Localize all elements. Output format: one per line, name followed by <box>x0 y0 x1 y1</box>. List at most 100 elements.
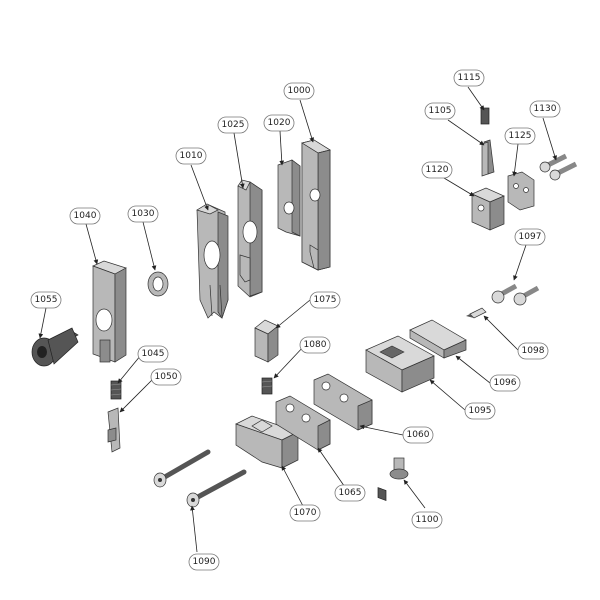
leader-1045 <box>117 354 142 384</box>
svg-text:1090: 1090 <box>193 557 216 567</box>
callout-1130: 1130 <box>529 100 561 118</box>
callout-1065: 1065 <box>334 484 366 502</box>
part-1055-bolt <box>31 327 79 367</box>
leader-1055 <box>38 307 47 339</box>
part-1010-blade <box>196 203 229 319</box>
part-1096-cover <box>409 319 467 359</box>
part-1065-comb <box>275 395 331 451</box>
callout-1120: 1120 <box>421 161 453 179</box>
callout-1070: 1070 <box>289 504 321 522</box>
leader-1060 <box>359 424 404 436</box>
callout-1075: 1075 <box>309 291 341 309</box>
svg-text:1080: 1080 <box>304 340 327 350</box>
part-1125-plate <box>507 171 535 211</box>
leader-1010 <box>190 164 209 211</box>
callout-1096: 1096 <box>489 374 521 392</box>
part-1100-screw <box>389 457 409 480</box>
svg-text:1125: 1125 <box>509 131 532 141</box>
callout-1090: 1090 <box>188 553 220 571</box>
leader-1000 <box>299 99 315 143</box>
svg-text:1010: 1010 <box>180 151 203 161</box>
callout-1080: 1080 <box>299 336 331 354</box>
part-1000-plate <box>301 139 331 271</box>
callout-1050: 1050 <box>150 368 182 386</box>
leader-1040 <box>85 223 99 265</box>
svg-text:1030: 1030 <box>132 209 155 219</box>
svg-text:1045: 1045 <box>142 349 165 359</box>
part-1060-comb <box>313 373 373 431</box>
callout-1095: 1095 <box>464 402 496 420</box>
svg-text:1115: 1115 <box>458 73 481 83</box>
part-1095-housing <box>365 335 435 501</box>
leader-1100 <box>403 479 426 509</box>
callout-1000: 1000 <box>283 82 315 100</box>
leader-1025 <box>233 132 245 189</box>
svg-text:1130: 1130 <box>534 104 557 114</box>
svg-text:1105: 1105 <box>429 106 452 116</box>
leader-1125 <box>512 143 519 177</box>
svg-text:1096: 1096 <box>494 378 517 388</box>
part-1030-washer <box>147 271 169 297</box>
part-1097-screws <box>491 283 540 306</box>
callout-labels: 1000 1010 1020 1025 1030 1040 1045 1050 … <box>30 69 561 571</box>
part-1090-screws <box>153 449 247 508</box>
svg-text:1000: 1000 <box>288 86 311 96</box>
leader-1130 <box>542 117 558 161</box>
svg-text:1120: 1120 <box>426 165 449 175</box>
callout-1115: 1115 <box>453 69 485 87</box>
svg-text:1060: 1060 <box>407 430 430 440</box>
callout-1105: 1105 <box>424 102 456 120</box>
callout-1025: 1025 <box>217 116 249 134</box>
leader-1120 <box>443 177 475 197</box>
leader-1095 <box>429 379 466 411</box>
callout-1060: 1060 <box>402 426 434 444</box>
part-1050-pin <box>107 407 121 453</box>
callout-1040: 1040 <box>69 207 101 225</box>
svg-text:1040: 1040 <box>74 211 97 221</box>
leader-1098 <box>483 315 519 351</box>
leader-1020 <box>279 130 285 166</box>
part-1105-strip <box>481 139 495 177</box>
part-1115-spring <box>480 107 490 125</box>
callout-1097: 1097 <box>514 228 546 246</box>
part-1120-block <box>471 187 505 231</box>
callout-1020: 1020 <box>263 114 295 132</box>
leader-1050 <box>119 377 155 413</box>
svg-text:1075: 1075 <box>314 295 337 305</box>
leader-1097 <box>513 244 527 281</box>
part-1040-block <box>92 260 127 363</box>
leader-1090 <box>190 505 198 553</box>
svg-text:1065: 1065 <box>339 488 362 498</box>
leader-1030 <box>142 221 157 271</box>
leader-1096 <box>455 355 491 384</box>
svg-text:1050: 1050 <box>155 372 178 382</box>
part-1045-spring <box>110 380 122 400</box>
svg-text:1100: 1100 <box>416 515 439 525</box>
callout-1098: 1098 <box>517 342 549 360</box>
part-1020-plate <box>277 159 301 237</box>
svg-text:1070: 1070 <box>294 508 317 518</box>
leader-1115 <box>467 86 485 111</box>
callout-1125: 1125 <box>504 127 536 145</box>
svg-text:1055: 1055 <box>35 295 58 305</box>
leader-1070 <box>281 465 304 507</box>
leader-1080 <box>273 344 306 379</box>
svg-text:1025: 1025 <box>222 120 245 130</box>
callout-1010: 1010 <box>175 147 207 165</box>
svg-text:1098: 1098 <box>522 346 545 356</box>
leader-1105 <box>447 119 485 146</box>
svg-text:1095: 1095 <box>469 406 492 416</box>
part-1025-plate <box>237 179 263 298</box>
leader-1075 <box>275 299 311 329</box>
part-1098-pin <box>466 307 487 319</box>
part-1080-spring <box>261 377 273 395</box>
callout-1055: 1055 <box>30 291 62 309</box>
callout-1030: 1030 <box>127 205 159 223</box>
part-1130-screws <box>539 153 578 181</box>
part-1075-block <box>254 319 279 363</box>
callout-1100: 1100 <box>411 511 443 529</box>
svg-text:1020: 1020 <box>268 118 291 128</box>
svg-text:1097: 1097 <box>519 232 542 242</box>
callout-1045: 1045 <box>137 345 169 363</box>
